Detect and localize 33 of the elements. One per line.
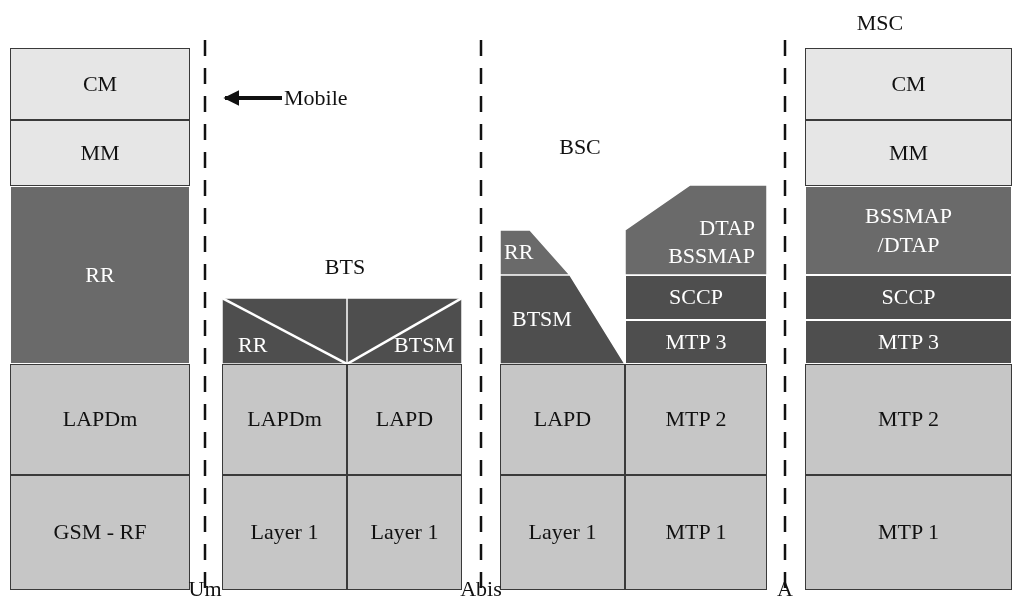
protocol-layer-shape: DTAP BSSMAP xyxy=(625,185,767,275)
protocol-layer-box: SCCP xyxy=(805,275,1012,320)
protocol-layer-box: RR xyxy=(10,186,190,364)
mobile-label: Mobile xyxy=(284,84,354,112)
stack-title: BTS xyxy=(324,256,366,278)
protocol-layer-box: MTP 2 xyxy=(625,364,767,475)
protocol-layer-box: Layer 1 xyxy=(347,475,462,590)
interface-line: Um xyxy=(187,40,223,604)
protocol-layer-box: LAPDm xyxy=(222,364,347,475)
protocol-layer-box: MM xyxy=(10,120,190,186)
protocol-layer-shape: RR xyxy=(500,230,570,275)
protocol-layer-box: RR xyxy=(222,298,347,364)
protocol-layer-box: MTP 2 xyxy=(805,364,1012,475)
protocol-layer-box: MTP 3 xyxy=(805,320,1012,364)
protocol-layer-box: MM xyxy=(805,120,1012,186)
stack-title: BSC xyxy=(559,136,601,158)
arrow xyxy=(223,90,282,106)
protocol-layer-shape: BTSM xyxy=(500,275,625,364)
protocol-layer-box: MTP 3 xyxy=(625,320,767,364)
protocol-layer-box: BSSMAP /DTAP xyxy=(805,186,1012,275)
protocol-layer-box: LAPD xyxy=(347,364,462,475)
protocol-layer-box: GSM - RF xyxy=(10,475,190,590)
protocol-layer-box: Layer 1 xyxy=(222,475,347,590)
protocol-layer-box: CM xyxy=(805,48,1012,120)
protocol-layer-box: BTSM xyxy=(347,298,462,364)
protocol-layer-box: Layer 1 xyxy=(500,475,625,590)
protocol-layer-box: SCCP xyxy=(625,275,767,320)
protocol-layer-box: MTP 1 xyxy=(805,475,1012,590)
stack-title: MSC xyxy=(856,12,904,34)
protocol-layer-box: LAPDm xyxy=(10,364,190,475)
protocol-layer-box: CM xyxy=(10,48,190,120)
protocol-layer-box: LAPD xyxy=(500,364,625,475)
protocol-layer-box: MTP 1 xyxy=(625,475,767,590)
